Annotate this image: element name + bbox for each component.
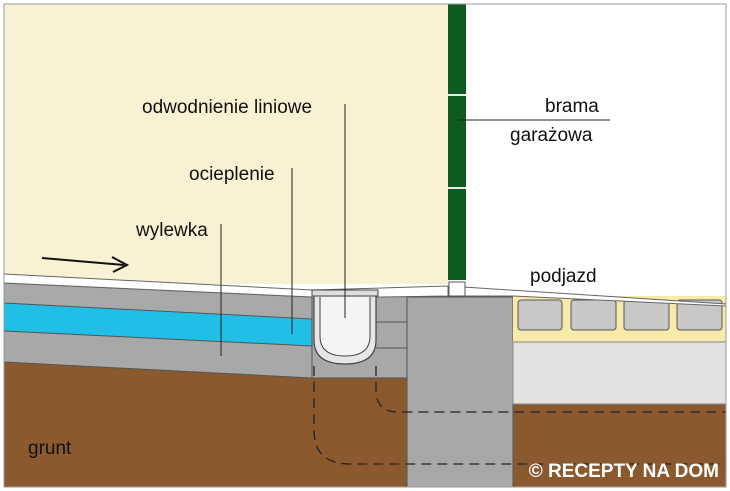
- garage-gate: [448, 4, 466, 280]
- paver: [570, 299, 617, 331]
- driveway-pavers: [517, 299, 723, 331]
- soil-label: grunt: [28, 438, 72, 459]
- paver: [676, 299, 723, 331]
- gate-label-line2: garażowa: [510, 125, 593, 146]
- drain-pipe-outline: [375, 366, 726, 413]
- insulation-label: ocieplenie: [189, 164, 275, 185]
- watermark: © RECEPTY NA DOM: [529, 461, 719, 482]
- drainage-label: odwodnienie liniowe: [142, 97, 312, 118]
- paver: [517, 299, 563, 331]
- gate-label-line1: brama: [545, 96, 599, 117]
- paver: [623, 299, 670, 331]
- gate-seal: [448, 281, 466, 297]
- garage-interior-area: [4, 4, 450, 284]
- drain-pipe-outline: [313, 366, 726, 465]
- diagram-frame: [3, 3, 727, 488]
- slope-arrow-icon: [41, 256, 130, 273]
- driveway-label: podjazd: [530, 266, 597, 287]
- linear-drain-inner: [319, 297, 371, 357]
- foundation-pillar: [406, 296, 514, 488]
- screed-label: wylewka: [135, 220, 208, 241]
- exterior-area: [450, 4, 726, 304]
- floor-finish-threshold: [447, 285, 727, 307]
- driveway-base-layer: [512, 341, 727, 405]
